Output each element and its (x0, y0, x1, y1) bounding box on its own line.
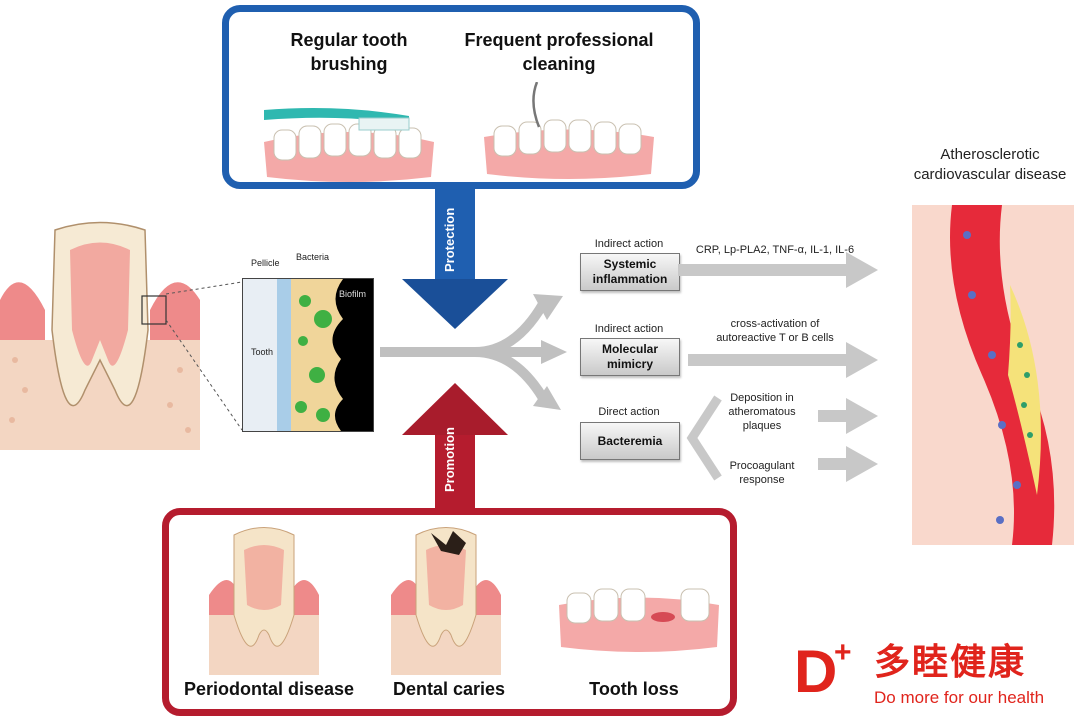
flow-arrows (380, 294, 567, 410)
protection-label: Protection (442, 207, 457, 273)
promotion-label: Promotion (442, 427, 457, 493)
brand-tagline: Do more for our health (874, 688, 1045, 707)
caries-label: Dental caries (392, 679, 506, 699)
cleaning-illustration (484, 82, 654, 179)
periodontal-illustration (209, 527, 319, 675)
biofilm-label: Biofilm (339, 289, 367, 299)
promotion-box: Periodontal disease Dental caries Tooth … (162, 508, 737, 716)
tooth-loss-label: Tooth loss (589, 679, 679, 699)
tooth-label: Tooth (251, 347, 274, 357)
toothbrush-illustration (264, 108, 434, 182)
caries-illustration (391, 527, 501, 675)
brand-mark: D (794, 638, 838, 705)
protection-arrow (402, 189, 508, 329)
brand-logo: D + 多睦健康 Do more for our health (790, 634, 1080, 719)
pellicle-title: Pellicle (251, 258, 280, 268)
brand-name-cn: 多睦健康 (874, 641, 1027, 682)
tooth-loss-illustration (559, 588, 719, 652)
outcome-arrows (678, 252, 878, 482)
periodontal-label: Periodontal disease (183, 679, 355, 699)
mechanism-1-effect: CRP, Lp-PLA2, TNF-α, IL-1, IL-6 (695, 244, 855, 256)
promotion-arrow (402, 383, 508, 509)
mechanism-3-type: Direct action (598, 406, 660, 418)
artery-illustration (912, 205, 1074, 545)
callout-lines (165, 281, 243, 431)
biofilm-inset: Pellicle Biofilm Tooth (242, 278, 374, 432)
brand-plus-icon: + (834, 636, 852, 669)
bacteremia-box: Bacteremia (580, 422, 680, 460)
mechanism-2-type: Indirect action (594, 323, 664, 335)
bacteria-title: Bacteria (296, 252, 330, 262)
tooth-cross-section (0, 221, 200, 450)
mechanism-1-type: Indirect action (594, 238, 664, 250)
